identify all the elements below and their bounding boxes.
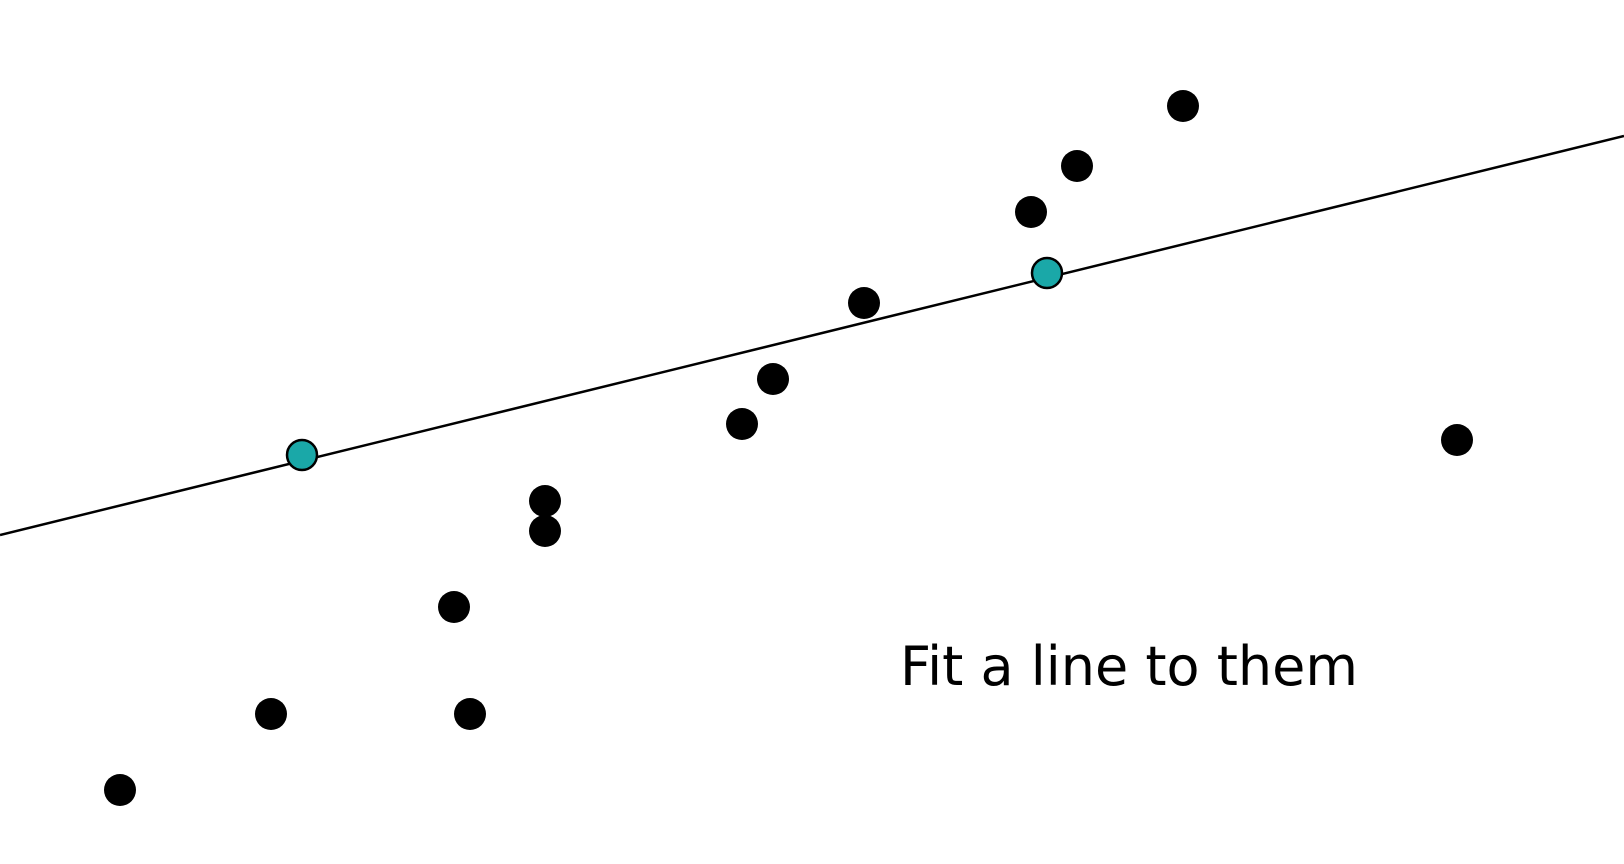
data-point (726, 408, 758, 440)
data-point (529, 515, 561, 547)
highlighted-point (285, 438, 319, 472)
data-point (255, 698, 287, 730)
data-point (104, 774, 136, 806)
data-point (757, 363, 789, 395)
highlighted-points (285, 256, 1064, 472)
data-point (848, 287, 880, 319)
data-point (1061, 150, 1093, 182)
data-points (104, 90, 1473, 806)
data-point (438, 591, 470, 623)
data-point (454, 698, 486, 730)
highlighted-point (1030, 256, 1064, 290)
data-point (1015, 196, 1047, 228)
data-point (529, 485, 561, 517)
data-point (1441, 424, 1473, 456)
data-point (1167, 90, 1199, 122)
caption-text: Fit a line to them (900, 635, 1358, 698)
fit-line (0, 134, 1624, 537)
